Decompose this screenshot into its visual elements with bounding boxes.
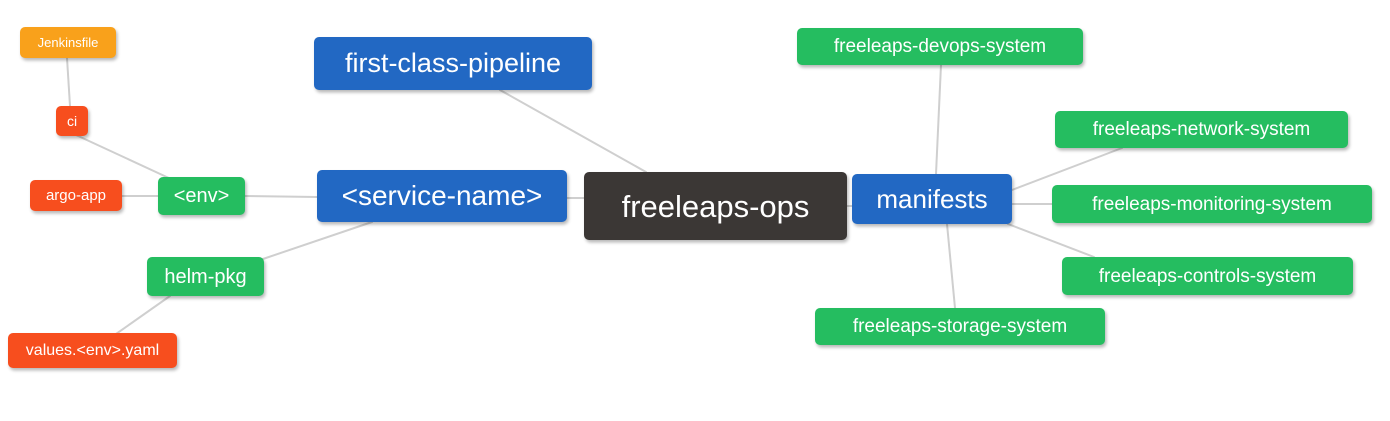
node-env[interactable]: <env>	[158, 177, 245, 215]
edge-manifests-controls-system	[1007, 223, 1095, 258]
node-monitoring-system[interactable]: freeleaps-monitoring-system	[1052, 185, 1372, 223]
edge-first-class-pipeline-ops	[499, 89, 647, 173]
node-jenkinsfile[interactable]: Jenkinsfile	[20, 27, 116, 58]
node-network-system[interactable]: freeleaps-network-system	[1055, 111, 1348, 148]
edge-service-name-helm-pkg	[256, 221, 373, 262]
node-ci[interactable]: ci	[56, 106, 88, 136]
edge-manifests-storage-system	[946, 223, 956, 309]
edge-env-service-name	[243, 195, 318, 198]
edge-manifests-network-system	[1011, 147, 1123, 191]
edge-manifests-devops-system	[935, 64, 942, 175]
node-controls-system[interactable]: freeleaps-controls-system	[1062, 257, 1353, 295]
node-first-class-pipeline[interactable]: first-class-pipeline	[314, 37, 592, 90]
edge-ci-env	[75, 134, 172, 180]
node-service-name[interactable]: <service-name>	[317, 170, 567, 222]
node-manifests[interactable]: manifests	[852, 174, 1012, 224]
node-storage-system[interactable]: freeleaps-storage-system	[815, 308, 1105, 345]
node-devops-system[interactable]: freeleaps-devops-system	[797, 28, 1083, 65]
edge-helm-pkg-values-env-yaml	[115, 295, 171, 335]
node-helm-pkg[interactable]: helm-pkg	[147, 257, 264, 296]
node-freeleaps-ops[interactable]: freeleaps-ops	[584, 172, 847, 240]
edge-jenkinsfile-ci	[66, 57, 71, 107]
node-argo-app[interactable]: argo-app	[30, 180, 122, 211]
node-values-env-yaml[interactable]: values.<env>.yaml	[8, 333, 177, 368]
